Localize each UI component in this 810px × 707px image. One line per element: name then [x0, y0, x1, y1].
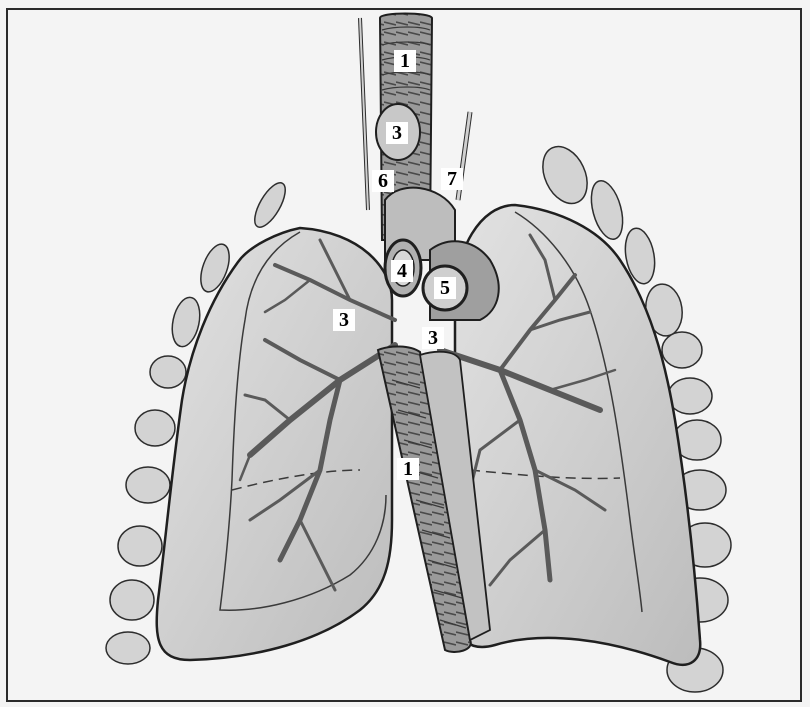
label-3-right: 3: [422, 327, 444, 349]
label-3-top: 3: [386, 122, 408, 144]
label-4: 4: [391, 260, 413, 282]
right-lung: [157, 228, 392, 660]
label-6: 6: [372, 170, 394, 192]
label-3-left: 3: [333, 309, 355, 331]
label-1-bottom: 1: [397, 458, 419, 480]
label-1-top: 1: [394, 50, 416, 72]
label-7: 7: [441, 168, 463, 190]
label-5: 5: [434, 277, 456, 299]
